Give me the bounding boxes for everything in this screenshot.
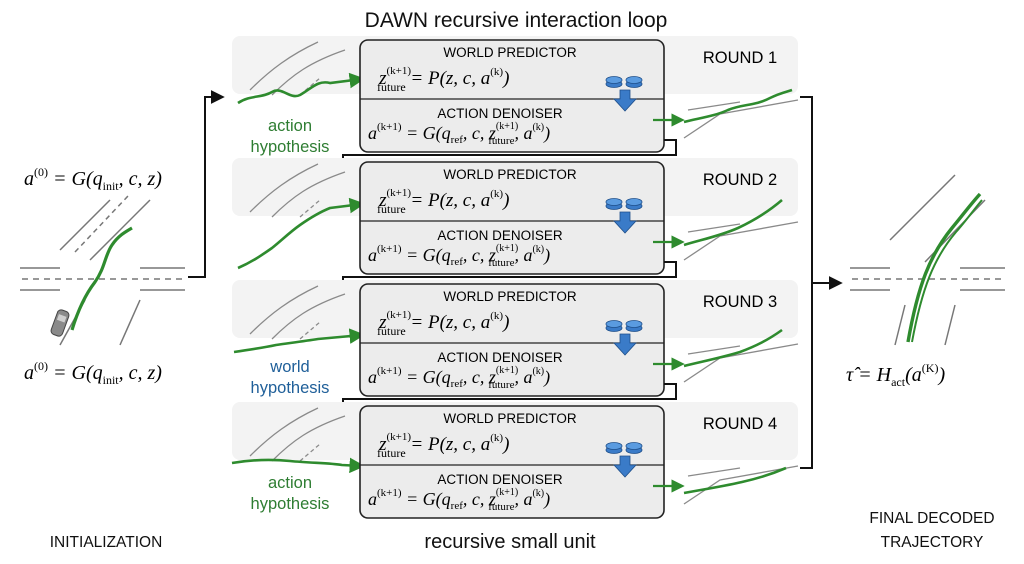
round-label: ROUND 3 [703,293,777,311]
init-formula-top: a(0) = G(qinit, c, z) [24,165,162,193]
final-panel: τ̂ = Hact(a(K)) FINAL DECODED TRAJECTORY [846,174,1005,551]
action-denoiser-formula: a(k+1) = G(qref, c, z(k+1)future, a(k)) [368,365,550,391]
action-denoiser-header: ACTION DENOISER [437,106,563,121]
down-arrow-icon [613,455,637,478]
world-predictor-header: WORLD PREDICTOR [443,45,577,60]
recursive-unit-label: recursive small unit [424,531,596,553]
diagram-title: DAWN recursive interaction loop [365,9,668,32]
world-predictor-formula: z(k+1)future = P(z, c, a(k)) [377,431,509,460]
initialization-label: INITIALIZATION [50,534,163,551]
round-right-scene [683,465,799,505]
action-denoiser-header: ACTION DENOISER [437,350,563,365]
final-trajectory-b [911,199,983,343]
action-denoiser-formula: a(k+1) = G(qref, c, z(k+1)future, a(k)) [368,243,550,269]
init-road-scene [20,195,185,346]
world-predictor-formula: z(k+1)future = P(z, c, a(k)) [377,309,509,338]
final-label-line2: TRAJECTORY [881,534,984,551]
unit-box [359,39,665,153]
action-denoiser-formula: a(k+1) = G(qref, c, z(k+1)future, a(k)) [368,121,550,147]
database-icon [605,198,643,210]
unit-box [359,405,665,519]
init-trajectory [70,226,133,331]
final-formula: τ̂ = Hact(a(K)) [846,361,945,389]
initialization-panel: a(0) = G(qinit, c, z) a(0) = G(qinit, c,… [20,165,185,551]
down-arrow-icon [613,211,637,234]
world-predictor-header: WORLD PREDICTOR [443,167,577,182]
database-icon [605,320,643,332]
merge-connector [800,96,843,469]
output-trajectory [683,466,787,495]
database-icon [605,442,643,454]
init-to-round1-arrow [188,90,225,278]
round-label: ROUND 2 [703,171,777,189]
hypothesis-trajectory [237,72,366,105]
hypothesis-trajectory [237,197,366,270]
world-predictor-header: WORLD PREDICTOR [443,411,577,426]
world-predictor-header: WORLD PREDICTOR [443,289,577,304]
round-left-scene [249,285,346,340]
output-trajectory [683,328,783,368]
round-left-scene [249,163,346,218]
output-trajectory [683,88,793,124]
round-label: ROUND 4 [703,415,777,433]
final-trajectory-a [906,192,982,343]
unit-box [359,283,665,397]
down-arrow-icon [613,89,637,112]
world-predictor-formula: z(k+1)future = P(z, c, a(k)) [377,187,509,216]
action-denoiser-header: ACTION DENOISER [437,228,563,243]
round-right-scene [683,221,799,261]
hypothesis-trajectory [233,328,366,354]
final-road-scene [850,174,1005,346]
output-trajectory [683,199,783,247]
down-arrow-icon [613,333,637,356]
unit-box [359,161,665,275]
database-icon [605,76,643,88]
hypothesis-trajectory [231,457,366,474]
round-left-scene [249,407,346,462]
car-icon [50,309,70,337]
action-denoiser-header: ACTION DENOISER [437,472,563,487]
init-formula-bottom: a(0) = G(qinit, c, z) [24,359,162,387]
final-label-line1: FINAL DECODED [869,510,994,527]
action-denoiser-formula: a(k+1) = G(qref, c, z(k+1)future, a(k)) [368,487,550,513]
round-label: ROUND 1 [703,49,777,67]
world-predictor-formula: z(k+1)future = P(z, c, a(k)) [377,65,509,94]
